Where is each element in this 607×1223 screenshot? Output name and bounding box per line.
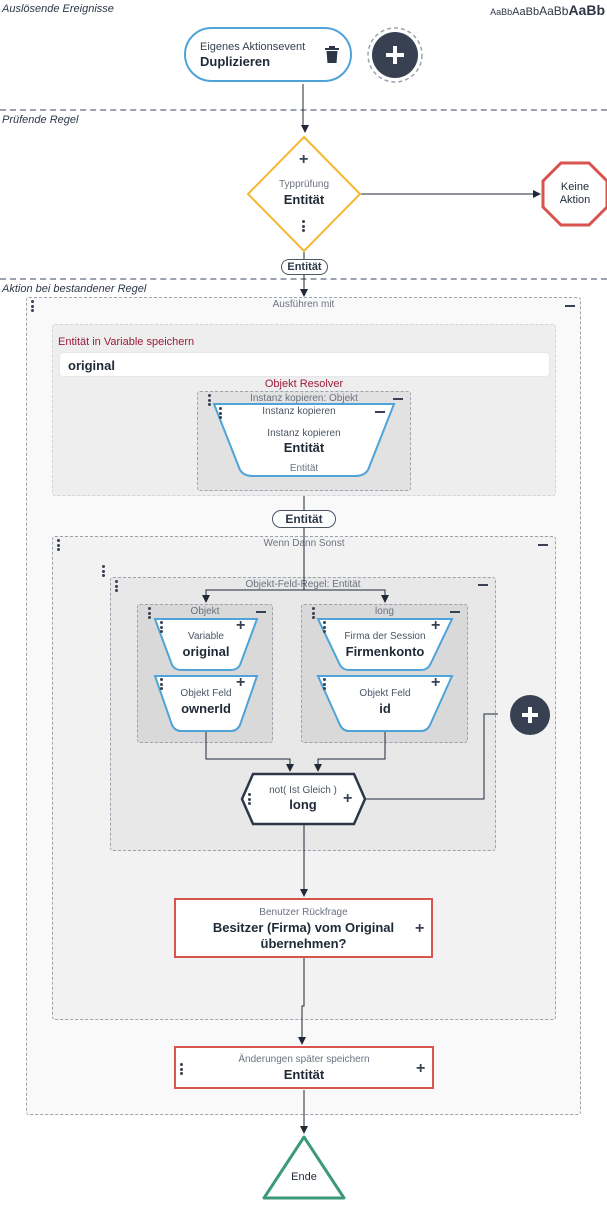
add-plus-icon[interactable]: +	[431, 617, 441, 634]
connector-line	[301, 84, 309, 133]
execute-group-title: Ausführen mit	[272, 299, 335, 310]
font-size-m[interactable]: AaBb	[539, 4, 569, 18]
variable-name-value: original	[68, 358, 115, 373]
drag-dots-icon[interactable]	[57, 539, 60, 553]
drag-dots-icon[interactable]	[148, 607, 151, 621]
drag-dots-icon[interactable]	[323, 621, 326, 635]
question-line1: Besitzer (Firma) vom Original	[212, 920, 395, 935]
add-plus-icon[interactable]: +	[415, 920, 425, 937]
drag-dots-icon[interactable]	[115, 580, 118, 594]
collapse-minus-icon[interactable]	[565, 305, 575, 307]
resolver-header: Instanz kopieren	[262, 406, 336, 417]
right-operand-group: long	[301, 604, 468, 743]
left-bottom-subtitle: Objekt Feld	[180, 688, 232, 699]
drag-dots-icon[interactable]	[323, 678, 326, 692]
wds-group-title: Wenn Dann Sonst	[263, 538, 345, 549]
save-later-node[interactable]: Änderungen später speichern Entität +	[174, 1046, 434, 1089]
resolver-subtitle: Instanz kopieren	[267, 428, 341, 439]
trash-icon[interactable]	[324, 46, 340, 64]
rule-title: Entität	[283, 192, 325, 207]
drag-dots-icon[interactable]	[102, 565, 105, 579]
drag-dots-icon[interactable]	[219, 407, 222, 421]
right-bottom-value: id	[379, 701, 391, 716]
add-plus-icon[interactable]: +	[431, 674, 441, 691]
save-variable-title: Entität in Variable speichern	[58, 336, 195, 348]
entity-tag: Entität	[272, 510, 336, 528]
resolver-value: Entität	[283, 440, 325, 455]
field-rule-title: Objekt-Feld-Regel: Entität	[245, 579, 361, 590]
question-line2: übernehmen?	[260, 936, 347, 951]
drag-dots-icon[interactable]	[180, 1063, 183, 1077]
trigger-node[interactable]: Eigenes Aktionsevent Duplizieren	[184, 27, 352, 82]
entity-tag: Entität	[281, 259, 328, 275]
left-top-subtitle: Variable	[188, 631, 224, 642]
rule-menu-icon[interactable]	[302, 220, 305, 234]
drag-dots-icon[interactable]	[31, 300, 34, 314]
section-label-action: Aktion bei bestandener Regel	[2, 283, 147, 295]
drag-dots-icon[interactable]	[312, 607, 315, 621]
user-question-node[interactable]: Benutzer Rückfrage Besitzer (Firma) vom …	[174, 898, 433, 958]
no-action-line2: Aktion	[559, 194, 591, 206]
font-size-l[interactable]: AaBb	[568, 2, 605, 18]
trigger-subtitle: Eigenes Aktionsevent	[200, 41, 306, 53]
drag-dots-icon[interactable]	[248, 793, 251, 807]
question-subtitle: Benutzer Rückfrage	[259, 907, 348, 918]
add-plus-icon[interactable]: +	[416, 1060, 426, 1077]
variable-name-input[interactable]: original	[59, 352, 550, 377]
font-size-xs[interactable]: AaBb	[490, 7, 513, 17]
section-divider	[0, 109, 607, 111]
resolver-footer: Entität	[289, 463, 319, 474]
compare-subtitle: not( Ist Gleich )	[269, 785, 337, 796]
right-top-value: Firmenkonto	[345, 644, 425, 659]
add-plus-icon[interactable]: +	[343, 790, 353, 807]
end-label: Ende	[291, 1171, 317, 1183]
collapse-minus-icon[interactable]	[478, 584, 488, 586]
save-later-title: Entität	[283, 1067, 325, 1082]
left-top-value: original	[182, 644, 230, 659]
section-label-rule: Prüfende Regel	[2, 114, 79, 126]
no-action-line1: Keine	[560, 181, 590, 193]
section-divider	[0, 278, 607, 280]
save-later-subtitle: Änderungen später speichern	[238, 1054, 370, 1065]
right-top-subtitle: Firma der Session	[344, 631, 426, 642]
add-plus-icon[interactable]: +	[236, 674, 246, 691]
font-size-s[interactable]: AaBb	[512, 6, 540, 18]
plus-icon	[522, 707, 538, 723]
plus-icon	[386, 46, 404, 64]
drag-dots-icon[interactable]	[160, 678, 163, 692]
compare-title: long	[289, 797, 317, 812]
collapse-minus-icon[interactable]	[256, 611, 266, 613]
collapse-minus-icon[interactable]	[450, 611, 460, 613]
rule-subtitle: Typprüfung	[278, 179, 330, 190]
right-bottom-subtitle: Objekt Feld	[359, 688, 411, 699]
collapse-minus-icon[interactable]	[375, 411, 385, 413]
left-bottom-value: ownerId	[181, 701, 231, 716]
section-label-trigger: Auslösende Ereignisse	[2, 3, 114, 15]
add-rule-plus-icon[interactable]: +	[299, 151, 309, 168]
end-triangle	[262, 1135, 346, 1200]
right-operand-title: long	[375, 606, 394, 617]
resolver-group-title: Instanz kopieren: Objekt	[250, 393, 358, 404]
add-plus-icon[interactable]: +	[236, 617, 246, 634]
add-trigger-button[interactable]	[372, 32, 418, 78]
left-operand-title: Objekt	[190, 606, 220, 617]
add-condition-button[interactable]	[510, 695, 550, 735]
collapse-minus-icon[interactable]	[393, 398, 403, 400]
left-operand-group: Objekt	[137, 604, 273, 743]
drag-dots-icon[interactable]	[160, 621, 163, 635]
drag-dots-icon[interactable]	[208, 394, 211, 408]
trigger-title: Duplizieren	[200, 54, 271, 69]
resolver-title: Objekt Resolver	[264, 378, 344, 390]
collapse-minus-icon[interactable]	[538, 544, 548, 546]
font-size-selector[interactable]: AaBbAaBbAaBbAaBb	[490, 2, 605, 20]
